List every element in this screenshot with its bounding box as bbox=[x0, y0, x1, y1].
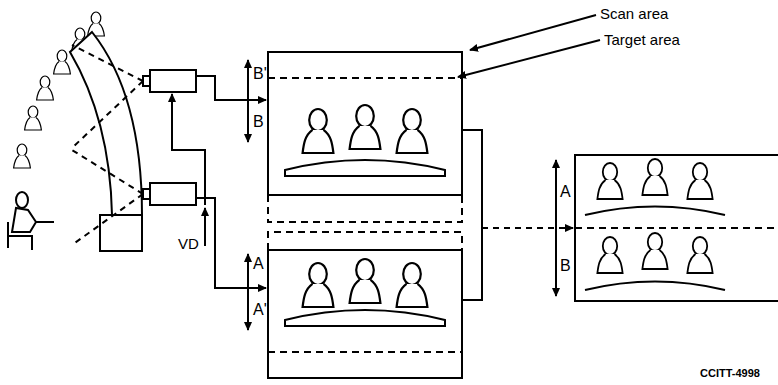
lower-scan-frame bbox=[268, 232, 462, 378]
cameras bbox=[72, 45, 196, 245]
offset-label: B bbox=[253, 114, 264, 130]
offset-label: B' bbox=[253, 66, 267, 82]
offset-label: A bbox=[253, 256, 264, 272]
callout-label: Scan area bbox=[600, 6, 668, 21]
figure-id: CCITT-4998 bbox=[700, 368, 760, 379]
callout-label: Target area bbox=[604, 32, 680, 47]
offset-label: A bbox=[560, 184, 571, 200]
upper-scan-frame bbox=[268, 52, 462, 222]
offset-label: B bbox=[560, 258, 571, 274]
signal-wires bbox=[172, 15, 600, 330]
signal-name: VD bbox=[178, 236, 199, 251]
conference-scene bbox=[8, 12, 142, 251]
offset-label: A' bbox=[253, 302, 267, 318]
output-frame bbox=[575, 155, 778, 301]
